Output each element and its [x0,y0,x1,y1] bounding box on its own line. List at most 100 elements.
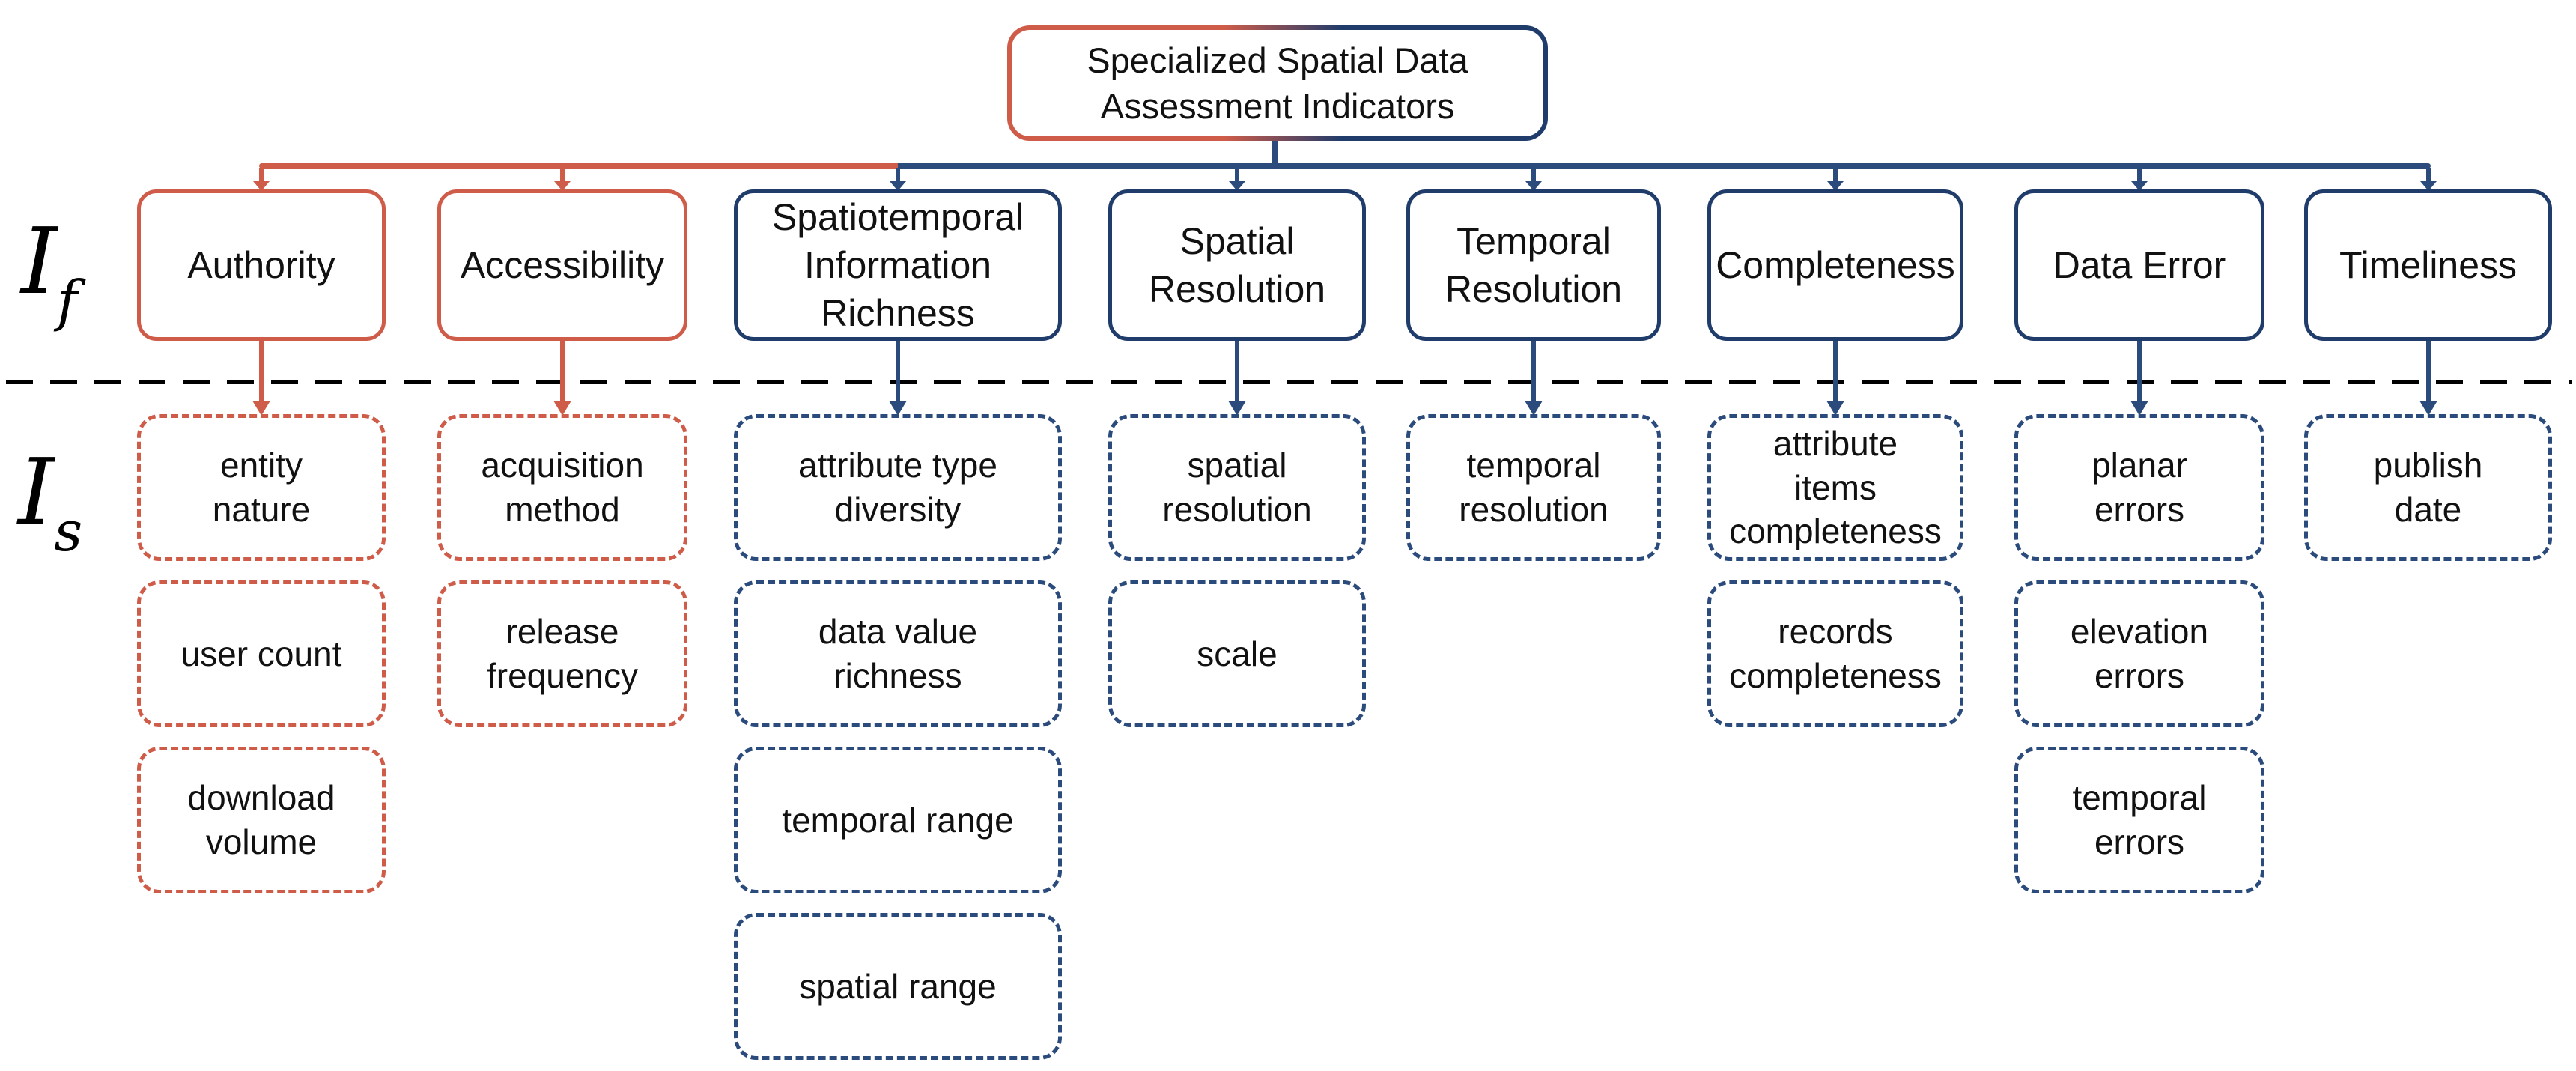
sub-label-line: release [505,612,619,652]
category-to-sub-shaft-data-error [2137,341,2142,403]
category-box-authority: Authority [137,189,386,341]
sub-label-line: frequency [486,656,638,695]
category-to-sub-shaft-temporal-resolution [1531,341,1536,403]
category-label-line: Spatiotemporal [771,196,1024,238]
sub-label-line: acquisition [481,446,644,485]
sub-label-line: records [1778,612,1893,652]
category-to-sub-shaft-spatiotemporal-information-richness [896,341,900,403]
branch-drop-shaft-data-error [2137,168,2142,183]
sub-box-elevation-errors: elevation errors [2014,580,2264,727]
sub-label-line: resolution [1162,490,1312,529]
sub-box-download-volume: download volume [137,747,386,893]
category-label-line: Temporal [1456,220,1611,262]
sub-box-attribute-type-diversity: attribute type diversity [734,414,1062,561]
branch-arrowhead-icon-spatial-resolution [1229,181,1245,191]
branch-arrowhead-icon-temporal-resolution [1525,181,1542,191]
sub-label-line: richness [833,656,962,695]
sub-label-line: diversity [834,490,962,529]
category-label-line: Accessibility [460,244,665,286]
category-to-sub-arrowhead-icon-authority [252,401,270,416]
branch-arrowhead-icon-accessibility [554,181,571,191]
sub-label-line: volume [205,822,318,861]
sub-label-line: entity [220,446,303,485]
branch-arrowhead-icon-completeness [1827,181,1844,191]
category-label-line: Resolution [1148,268,1326,310]
category-to-sub-arrowhead-icon-completeness [1826,401,1844,416]
branch-drop-shaft-authority [259,168,264,183]
branch-drop-shaft-spatiotemporal-information-richness [896,168,900,183]
branch-drop-shaft-temporal-resolution [1531,168,1536,183]
category-label-line: Data Error [2053,244,2226,286]
sub-box-release-frequency: release frequency [437,580,687,727]
sub-box-planar-errors: planar errors [2014,414,2264,561]
sub-box-scale: scale [1108,580,1366,727]
sub-label-line: scale [1197,634,1278,673]
sub-label-line: date [2394,490,2462,529]
category-box-data-error: Data Error [2014,189,2264,341]
category-to-sub-shaft-timeliness [2425,341,2431,403]
sub-label-line: temporal [2072,778,2207,818]
branch-drop-shaft-spatial-resolution [1235,168,1239,183]
row-label-second-level-subscript: s [54,500,83,564]
sub-label-line: download [187,778,335,818]
branch-arrowhead-icon-authority [253,181,270,191]
sub-label-line: errors [2094,490,2185,529]
row-label-second-level: Is [18,446,82,559]
category-to-sub-arrowhead-icon-accessibility [553,401,571,416]
sub-label-line: errors [2094,822,2185,861]
category-to-sub-arrowhead-icon-spatial-resolution [1228,401,1246,416]
sub-label-line: planar [2092,446,2187,485]
category-to-sub-arrowhead-icon-data-error [2130,401,2148,416]
row-label-first-level-base: I [21,208,58,315]
sub-label-line: spatial range [799,966,997,1006]
sub-box-entity-nature: entity nature [137,414,386,561]
sub-label-line: resolution [1459,490,1609,529]
sub-label-line: items [1794,467,1877,507]
category-to-sub-shaft-spatial-resolution [1235,341,1239,403]
sub-box-data-value-richness: data value richness [734,580,1062,727]
category-to-sub-arrowhead-icon-spatiotemporal-information-richness [889,401,907,416]
category-box-timeliness: Timeliness [2304,189,2552,341]
category-to-sub-shaft-authority [259,341,264,403]
branch-line-navy [898,163,2431,169]
category-label-line: Authority [187,244,335,286]
root-node-inner: Specialized Spatial Data Assessment Indi… [1012,30,1543,136]
sub-label-line: temporal [1466,446,1601,485]
branch-arrowhead-icon-spatiotemporal-information-richness [890,181,906,191]
sub-box-temporal-errors: temporal errors [2014,747,2264,893]
category-label-line: Completeness [1716,244,1955,286]
sub-label-line: attribute type [798,446,997,485]
sub-label-line: nature [212,490,311,529]
category-label-line: Resolution [1445,268,1623,310]
sub-box-temporal-range: temporal range [734,747,1062,893]
sub-label-line: publish [2373,446,2483,485]
root-node: Specialized Spatial Data Assessment Indi… [1007,25,1548,141]
branch-drop-shaft-accessibility [560,168,565,183]
category-label-line: Timeliness [2339,244,2518,286]
sub-label-line: elevation [2070,612,2209,652]
sub-label-line: data value [818,612,978,652]
level-separator-dashed-line [6,380,2572,384]
category-to-sub-shaft-completeness [1833,341,1838,403]
root-node-label-line2: Assessment Indicators [1100,86,1455,126]
branch-line-red [259,163,900,169]
sub-label-line: temporal range [782,800,1014,840]
branch-drop-shaft-completeness [1833,168,1838,183]
branch-arrowhead-icon-data-error [2131,181,2148,191]
category-to-sub-arrowhead-icon-temporal-resolution [1525,401,1543,416]
sub-box-user-count: user count [137,580,386,727]
sub-label-line: spatial [1187,446,1287,485]
category-to-sub-arrowhead-icon-timeliness [2419,401,2437,416]
category-box-completeness: Completeness [1707,189,1963,341]
root-trunk-connector [1272,138,1278,169]
branch-arrowhead-icon-timeliness [2419,181,2437,191]
sub-label-line: user count [180,634,342,673]
sub-label-line: errors [2094,656,2185,695]
